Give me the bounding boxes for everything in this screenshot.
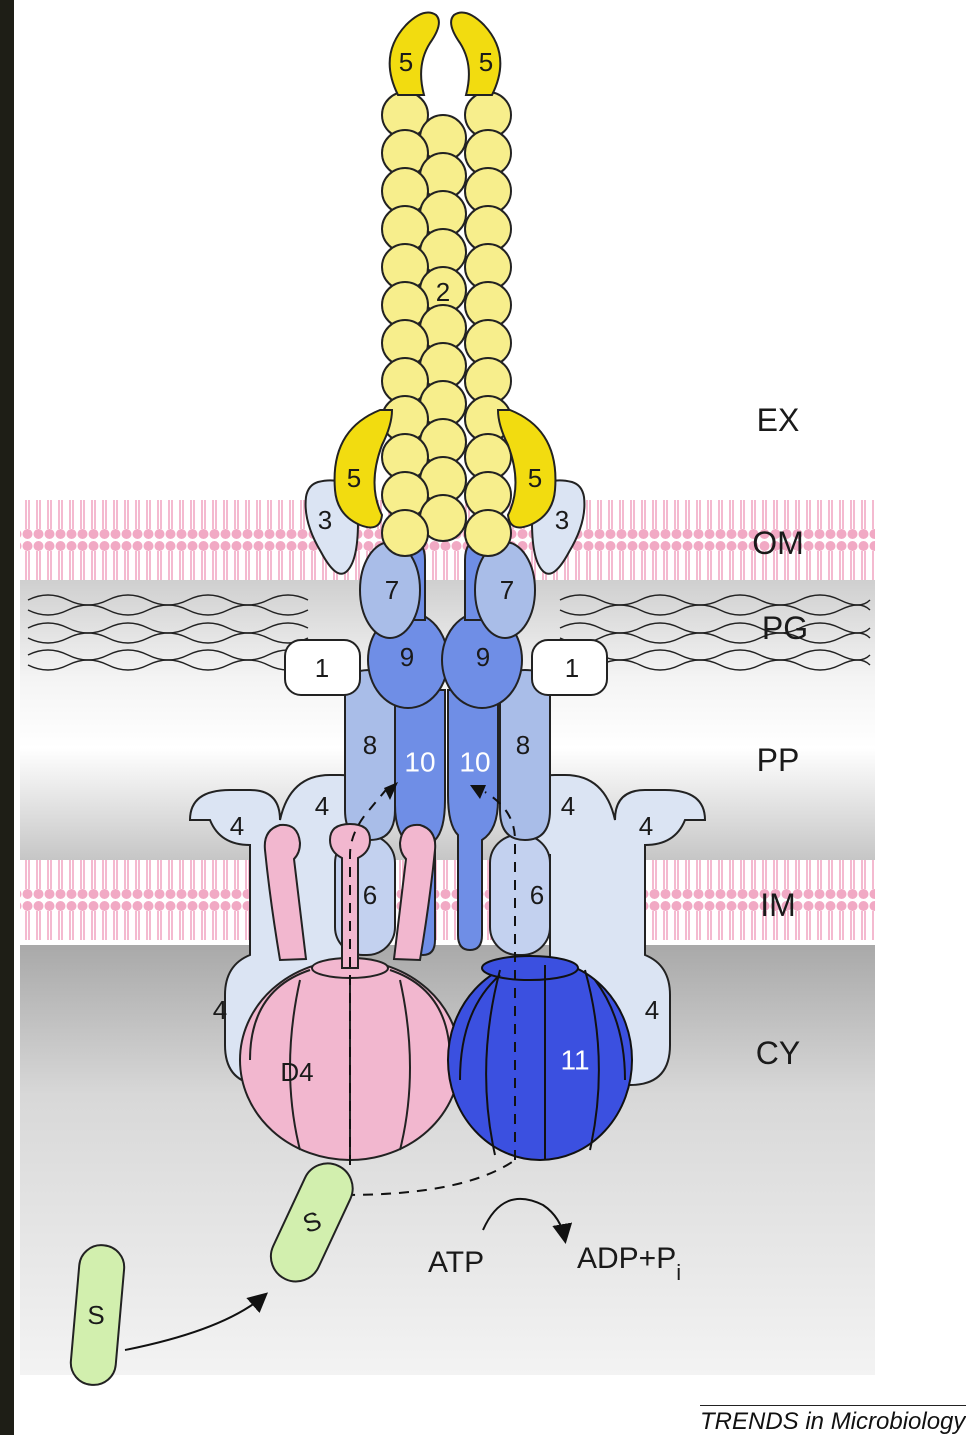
label-4-e: 4	[213, 995, 227, 1025]
label-4-a: 4	[230, 811, 244, 841]
label-7-right: 7	[500, 575, 514, 605]
inner-membrane	[20, 855, 875, 947]
label-om-right: 3	[555, 505, 569, 535]
label-cy: CY	[756, 1035, 800, 1071]
label-11: 11	[560, 1045, 589, 1076]
label-d4: D4	[280, 1057, 313, 1087]
label-tip-right: 5	[479, 47, 493, 77]
label-10-left: 10	[404, 747, 435, 778]
label-im: IM	[760, 887, 796, 923]
label-om: OM	[752, 525, 804, 561]
label-9-left: 9	[400, 642, 414, 672]
label-8-right: 8	[516, 730, 530, 760]
label-collar-right: 5	[528, 463, 542, 493]
label-tip-left: 5	[399, 47, 413, 77]
label-pp: PP	[757, 742, 800, 778]
label-7-left: 7	[385, 575, 399, 605]
label-1-left: 1	[315, 653, 329, 683]
label-collar-left: 5	[347, 463, 361, 493]
label-9-right: 9	[476, 642, 490, 672]
pilus-component-2	[382, 92, 511, 556]
label-pilus: 2	[436, 277, 450, 307]
label-8-left: 8	[363, 730, 377, 760]
label-adp-sub: i	[676, 1260, 681, 1285]
label-6-left: 6	[363, 880, 377, 910]
label-ex: EX	[757, 402, 800, 438]
label-10-right: 10	[459, 747, 490, 778]
figure-credit: TRENDS in Microbiology	[700, 1405, 966, 1435]
pilus-subunit	[382, 510, 428, 556]
label-4-b: 4	[315, 791, 329, 821]
label-6-right: 6	[530, 880, 544, 910]
cytoplasm-band	[20, 945, 875, 1375]
label-4-d: 4	[639, 811, 653, 841]
label-substrate-free: S	[87, 1300, 104, 1330]
label-4-c: 4	[561, 791, 575, 821]
label-atp: ATP	[428, 1246, 484, 1279]
label-om-left: 3	[318, 505, 332, 535]
label-4-f: 4	[645, 995, 659, 1025]
label-adp-main: ADP+P	[577, 1242, 676, 1275]
label-1-right: 1	[565, 653, 579, 683]
pilus-subunit	[465, 510, 511, 556]
label-pg: PG	[762, 610, 808, 646]
